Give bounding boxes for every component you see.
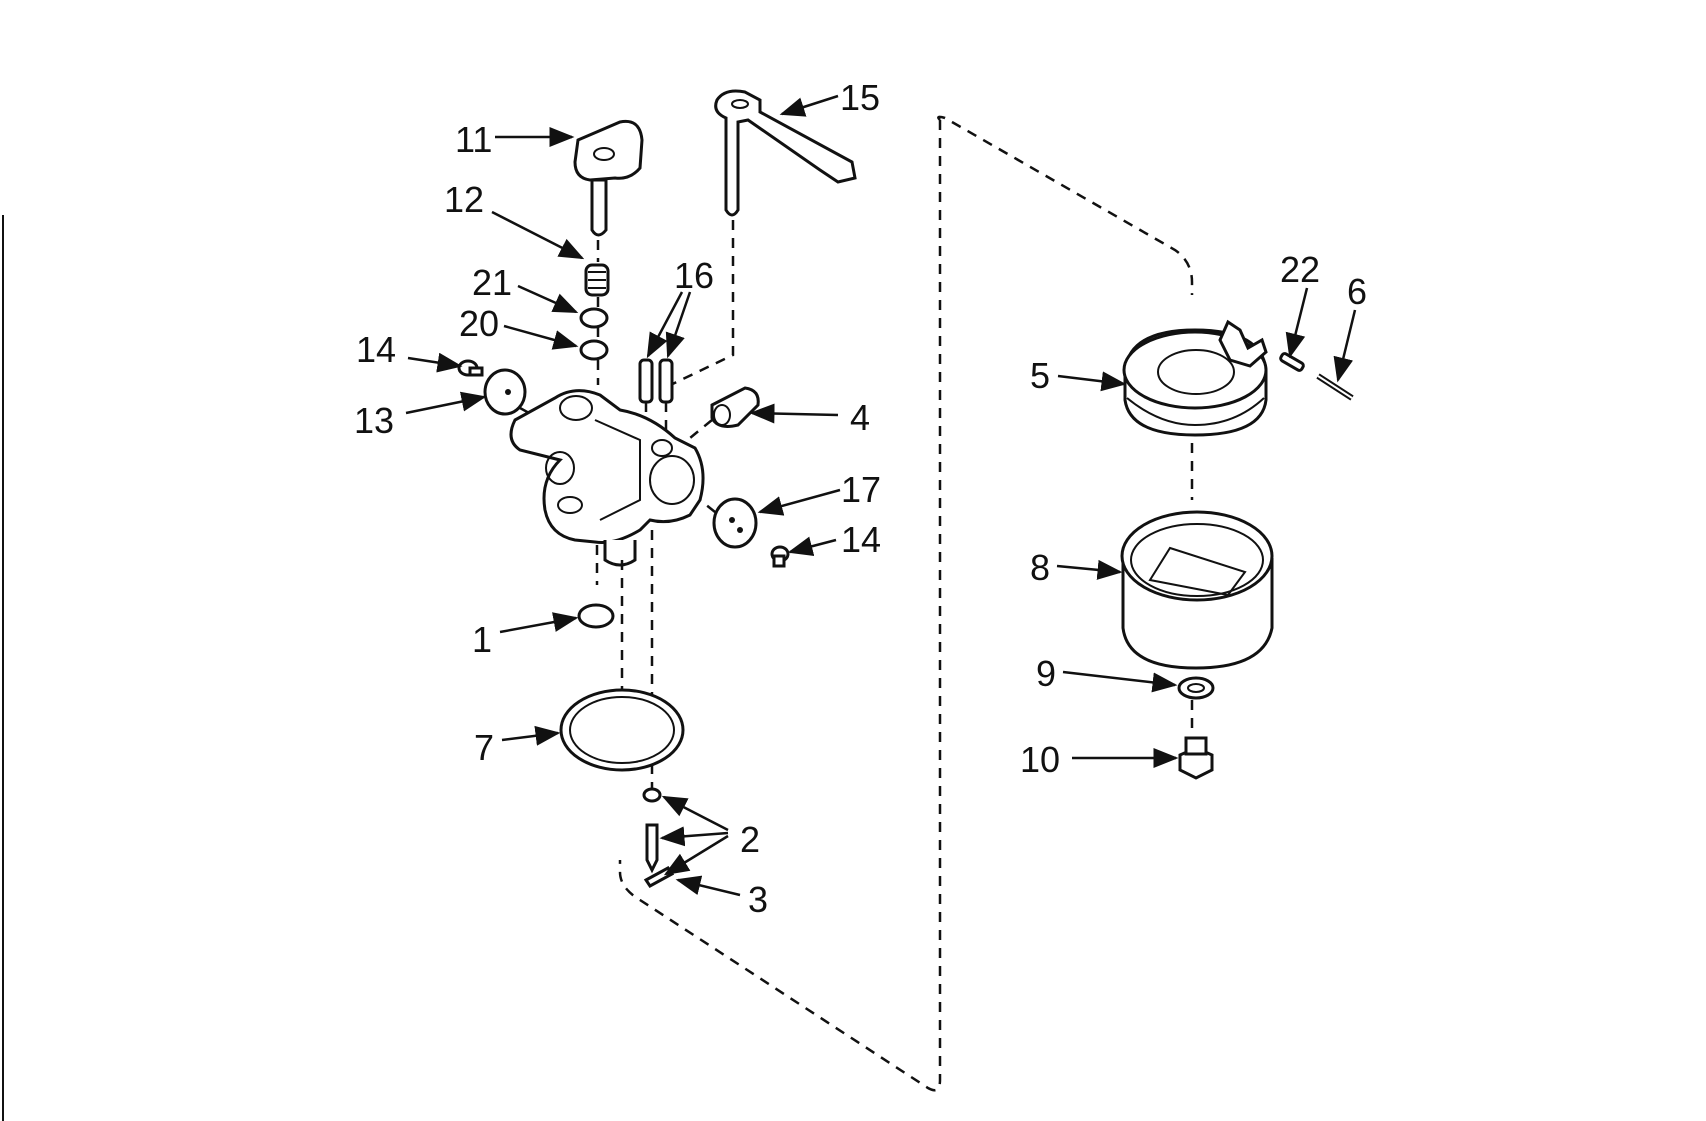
part-17-plate <box>712 497 758 549</box>
part-21-washer <box>579 307 609 329</box>
part-11-knob <box>573 119 644 237</box>
fitting-dashed-line <box>689 419 713 439</box>
callout-9: 9 <box>1036 653 1056 694</box>
callout-14-right: 14 <box>841 519 881 560</box>
part-8-bowl <box>1120 510 1274 670</box>
callout-8: 8 <box>1030 547 1050 588</box>
callout-15: 15 <box>840 77 880 118</box>
part-14-screw-left <box>457 359 484 377</box>
lever-dashed-line <box>659 220 735 392</box>
part-4-fitting <box>710 386 760 428</box>
part-16-springs <box>638 358 674 404</box>
assembly-dashed-outline <box>618 115 1194 1092</box>
callout-13: 13 <box>354 400 394 441</box>
callout-4: 4 <box>850 397 870 438</box>
callout-14-left: 14 <box>356 329 396 370</box>
part-2-needle-valve <box>642 787 662 874</box>
callout-2: 2 <box>740 819 760 860</box>
callout-20: 20 <box>459 303 499 344</box>
part-1-disc <box>577 603 615 629</box>
callout-7: 7 <box>474 727 494 768</box>
part-15-lever <box>714 89 857 217</box>
part-9-washer <box>1177 676 1215 700</box>
callout-10: 10 <box>1020 739 1060 780</box>
part-14-screw-right <box>770 545 790 568</box>
callout-21: 21 <box>472 262 512 303</box>
callout-22: 22 <box>1280 249 1320 290</box>
part-5-float <box>1122 319 1268 437</box>
callout-12: 12 <box>444 179 484 220</box>
part-7-gasket <box>559 688 685 772</box>
plate-right-dashed-line <box>699 499 716 513</box>
callout-3: 3 <box>748 879 768 920</box>
callout-1: 1 <box>472 619 492 660</box>
part-12-spring <box>584 263 610 297</box>
callout-17: 17 <box>841 469 881 510</box>
leader-lines <box>405 94 1357 897</box>
callout-11: 11 <box>455 119 492 160</box>
callout-6: 6 <box>1347 271 1367 312</box>
callout-16: 16 <box>674 255 714 296</box>
part-22-pin <box>1279 352 1305 372</box>
part-10-bolt <box>1178 736 1214 780</box>
part-20-washer <box>579 339 609 361</box>
carburetor-body <box>509 389 705 567</box>
callout-5: 5 <box>1030 355 1050 396</box>
part-3-clip <box>643 866 675 888</box>
